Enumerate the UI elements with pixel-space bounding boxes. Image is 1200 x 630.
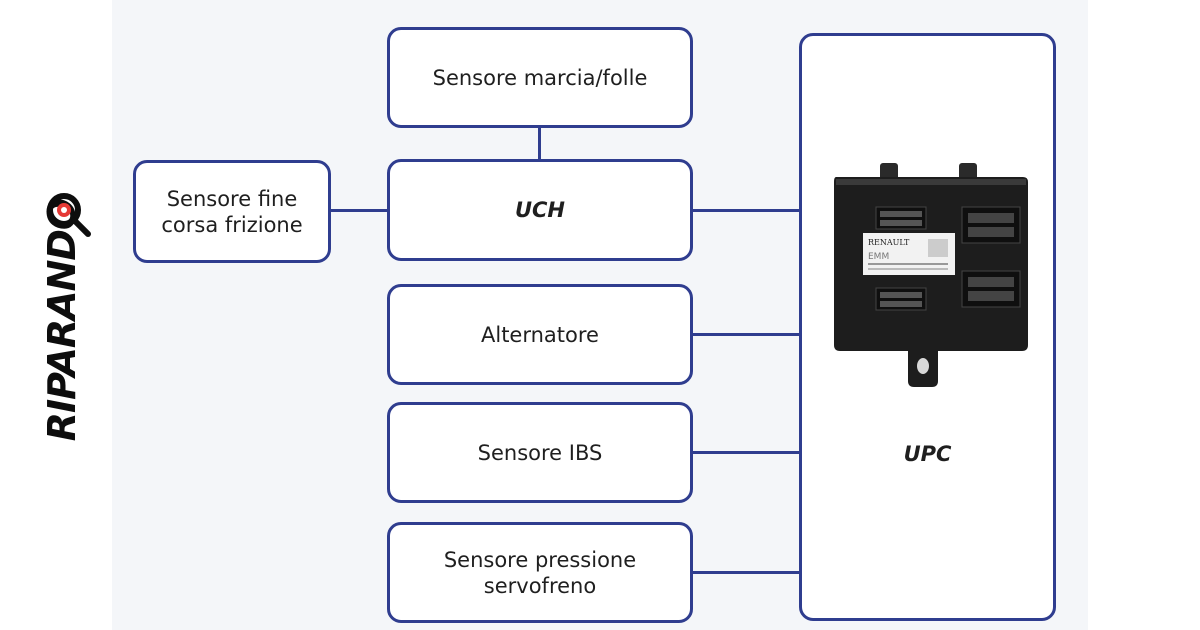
node-sensore-marcia-folle: Sensore marcia/folle [387,27,693,128]
node-label: Sensore fine corsa frizione [161,186,303,237]
logo-magnifier-icon [47,193,91,237]
node-label: Sensore marcia/folle [432,65,648,90]
connector-frizione-uch [329,209,388,212]
device-model-text: EMM [868,252,889,262]
node-sensore-fine-corsa-frizione: Sensore fine corsa frizione [133,160,331,263]
node-uch: UCH [387,159,693,261]
node-label: Alternatore [481,322,599,347]
node-sensore-pressione-servofreno: Sensore pressione servofreno [387,522,693,623]
upc-module-image: RENAULT EMM [834,163,1028,387]
node-label: Sensore IBS [477,440,603,465]
node-sensore-ibs: Sensore IBS [387,402,693,503]
connector-pressione-upc [692,571,800,574]
node-label: UPC [903,442,952,466]
connector-ibs-upc [692,451,800,454]
node-label: Sensore pressione servofreno [443,547,637,598]
connector-alternatore-upc [692,333,800,336]
device-brand-text: RENAULT [868,238,910,247]
connector-marcia-uch [538,127,541,160]
riparando-logo: RIPARANDO [12,190,112,450]
node-alternatore: Alternatore [387,284,693,385]
connector-uch-upc [692,209,800,212]
node-label: UCH [514,198,566,222]
